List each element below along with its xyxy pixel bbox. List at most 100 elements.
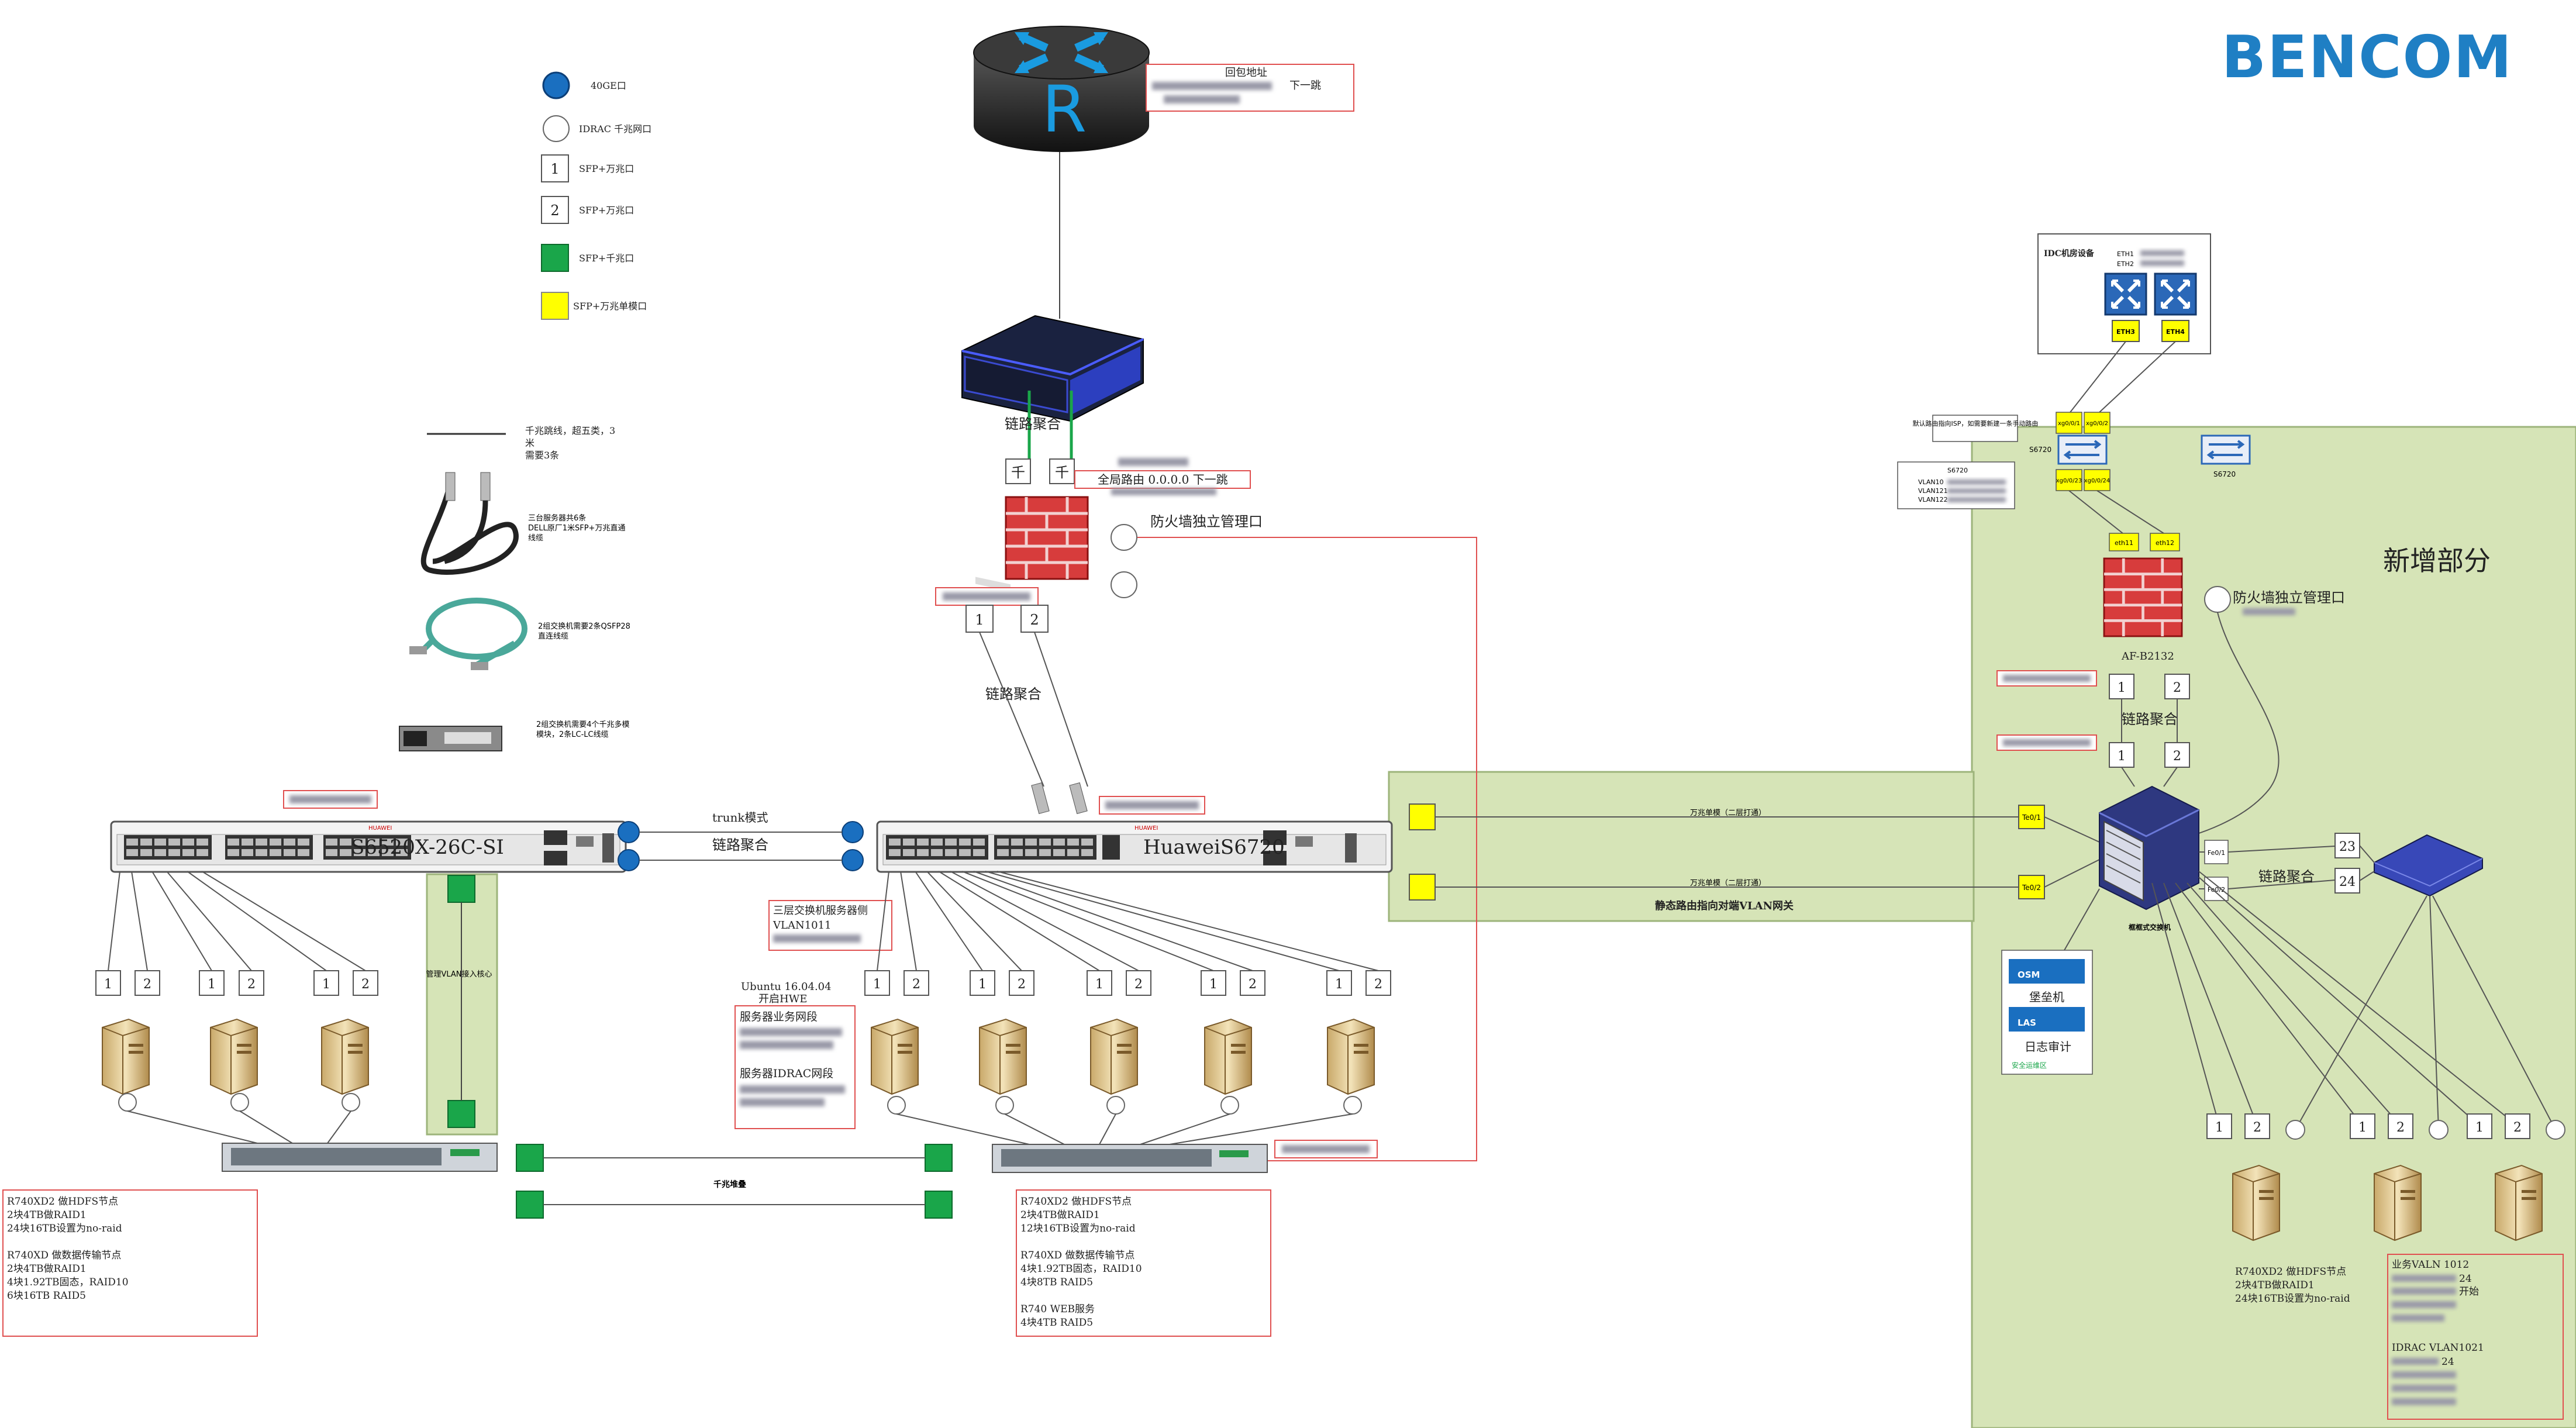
cable-note: 米 bbox=[525, 437, 534, 449]
svg-text:2: 2 bbox=[1374, 977, 1382, 992]
aoc-note: 直连线缆 bbox=[538, 632, 568, 641]
mid-spec-box: R740XD2 做HDFS节点 2块4TB做RAID1 12块16TB设置为no… bbox=[1016, 1189, 1271, 1337]
svg-text:23: 23 bbox=[2339, 840, 2356, 854]
svg-text:1: 1 bbox=[2118, 749, 2126, 764]
server-icon bbox=[321, 1019, 369, 1095]
dac-note: 线缆 bbox=[528, 533, 543, 543]
svg-text:安全运维区: 安全运维区 bbox=[2012, 1061, 2047, 1070]
square-2-icon bbox=[541, 196, 569, 224]
fiber-link-zone bbox=[1388, 771, 1975, 922]
legend: 40GE口 IDRAC 千兆网口 1 SFP+万兆口 2 SFP+万兆口 SFP… bbox=[399, 71, 651, 751]
router-note-label: 下一跳 bbox=[1289, 80, 1321, 92]
svg-text:eth12: eth12 bbox=[2156, 539, 2174, 547]
transceiver-icon bbox=[1069, 782, 1088, 815]
svg-text:1: 1 bbox=[1095, 977, 1103, 992]
chassis-switch-icon bbox=[2099, 785, 2199, 910]
svg-text:堡垒机: 堡垒机 bbox=[2029, 990, 2064, 1004]
trunk-mode-label: trunk模式 bbox=[712, 810, 768, 825]
svg-text:OSM: OSM bbox=[2018, 970, 2040, 980]
fw-name: AF-B2132 bbox=[2121, 650, 2174, 663]
svg-text:VLAN121: VLAN121 bbox=[1918, 487, 1948, 495]
legend-label: SFP+万兆口 bbox=[579, 163, 634, 174]
ubuntu-note: Ubuntu 16.04.04 bbox=[741, 981, 832, 993]
switch-name: S6520X-26C-SI bbox=[351, 836, 504, 859]
server-icon bbox=[871, 1019, 919, 1095]
idrac-port-icon bbox=[995, 1096, 1014, 1115]
svg-text:VLAN10: VLAN10 bbox=[1918, 478, 1944, 486]
port-box bbox=[2204, 877, 2229, 901]
agg-label: 链路聚合 bbox=[2258, 868, 2315, 885]
green-port bbox=[925, 1144, 953, 1172]
new-port-row: 1 2 1 2 1 2 bbox=[2206, 1113, 2565, 1140]
server-icon bbox=[210, 1019, 258, 1095]
idrac-port-icon bbox=[230, 1093, 249, 1112]
green-port bbox=[516, 1144, 544, 1172]
server-icon bbox=[2232, 1165, 2280, 1241]
svg-text:2: 2 bbox=[1134, 977, 1143, 992]
idrac-port-icon bbox=[342, 1093, 360, 1112]
legend-label: IDRAC 千兆网口 bbox=[579, 123, 651, 134]
svg-text:24: 24 bbox=[2441, 1356, 2454, 1368]
svg-text:1: 1 bbox=[1209, 977, 1218, 992]
right-port-row: 1 2 1 2 1 2 1 2 1 2 bbox=[864, 970, 1391, 996]
switch-huawei-s6720: HUAWEI HuaweiS6720 bbox=[876, 820, 1393, 873]
yellow-port bbox=[2018, 875, 2045, 899]
dac-note: 三台服务器共6条 bbox=[528, 513, 586, 523]
new-zone-title: 新增部分 bbox=[2383, 545, 2491, 577]
qsfp-port-icon bbox=[842, 849, 864, 871]
static-route-label: 静态路由指向对端VLAN网关 bbox=[1655, 899, 1794, 912]
svg-text:LAS: LAS bbox=[2018, 1017, 2036, 1028]
ubuntu-note: 开启HWE bbox=[758, 993, 807, 1005]
svg-text:2块4TB做RAID1: 2块4TB做RAID1 bbox=[2235, 1279, 2315, 1291]
blue-circle-icon bbox=[542, 71, 570, 99]
gigabit-stack-label: 千兆堆叠 bbox=[713, 1179, 746, 1189]
agg-label: 链路聚合 bbox=[2122, 711, 2178, 727]
svg-text:1: 1 bbox=[978, 977, 987, 992]
svg-text:1: 1 bbox=[1335, 977, 1343, 992]
agg-label: 链路聚合 bbox=[985, 686, 1042, 702]
port-square-1 bbox=[965, 605, 994, 633]
gig-port bbox=[1005, 458, 1031, 484]
idrac-port-icon bbox=[118, 1093, 137, 1112]
gig-port-label: 千 bbox=[1055, 464, 1069, 481]
yellow-port bbox=[1409, 874, 1436, 901]
svg-text:VLAN1011: VLAN1011 bbox=[773, 919, 832, 932]
chassis-label: 框框式交换机 bbox=[2129, 923, 2171, 932]
gig-port-label: 千 bbox=[1011, 464, 1025, 481]
yellow-port bbox=[2109, 533, 2139, 551]
vlan-spec-box: 业务VALN 1012 24 开始 IDRAC VLAN1021 24 bbox=[2387, 1254, 2564, 1420]
server-icon bbox=[1327, 1019, 1375, 1095]
switch-s6520x: HUAWEI S6520X-26C-SI bbox=[110, 820, 627, 873]
switch-icon bbox=[2155, 274, 2196, 315]
svg-text:1: 1 bbox=[104, 977, 112, 992]
fiber-label: 万兆单模（二层打通） bbox=[1690, 879, 1766, 888]
route-note: 默认路由指向ISP，如需要新建一条手动路由 bbox=[1913, 415, 2038, 442]
legend-label: SFP+万兆单模口 bbox=[573, 301, 647, 312]
dac-note: DELL原厂1米SFP+万兆直通 bbox=[528, 524, 625, 533]
default-route-label: 全局路由 0.0.0.0 下一跳 bbox=[1098, 472, 1228, 487]
access-switch-left bbox=[222, 1143, 498, 1172]
legend-label: 40GE口 bbox=[591, 80, 626, 91]
svg-text:1: 1 bbox=[2358, 1120, 2367, 1135]
svg-text:HUAWEI: HUAWEI bbox=[1134, 825, 1158, 832]
svg-text:6块16TB RAID5: 6块16TB RAID5 bbox=[7, 1290, 86, 1302]
right-switch-links bbox=[877, 871, 1379, 971]
svg-text:4块4TB RAID5: 4块4TB RAID5 bbox=[1020, 1317, 1093, 1329]
svg-text:2: 2 bbox=[361, 977, 370, 992]
agg-label: 链路聚合 bbox=[712, 837, 768, 853]
idrac-port-icon bbox=[1343, 1096, 1362, 1115]
svg-text:Fe0/2: Fe0/2 bbox=[2208, 886, 2225, 894]
server-icon bbox=[1204, 1019, 1252, 1095]
switch-name: HuaweiS6720 bbox=[1143, 836, 1285, 859]
svg-text:Fe0/1: Fe0/1 bbox=[2208, 849, 2225, 857]
svg-text:ETH2: ETH2 bbox=[2117, 260, 2134, 268]
svg-text:开始: 开始 bbox=[2459, 1286, 2479, 1298]
svg-text:2: 2 bbox=[1018, 977, 1026, 992]
svg-text:xg0/0/24: xg0/0/24 bbox=[2084, 478, 2110, 484]
svg-text:R740XD 做数据传输节点: R740XD 做数据传输节点 bbox=[1020, 1250, 1134, 1261]
svg-text:IDC机房设备: IDC机房设备 bbox=[2044, 249, 2095, 258]
svg-text:24: 24 bbox=[2459, 1273, 2472, 1285]
s6720-switch-icon-b bbox=[2201, 434, 2251, 465]
dac-cable-icon bbox=[420, 472, 519, 575]
yellow-port-group: xg0/0/1 xg0/0/2 xg0/0/23 xg0/0/24 bbox=[2056, 412, 2111, 491]
